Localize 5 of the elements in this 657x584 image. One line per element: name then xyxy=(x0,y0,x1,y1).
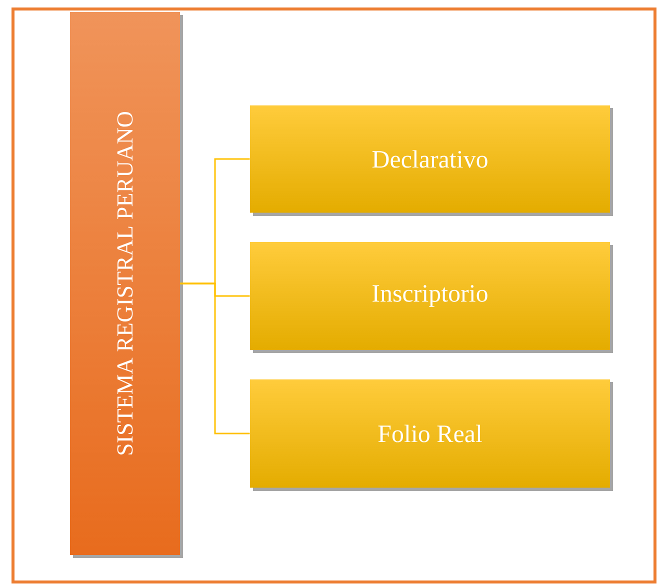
category-box: Declarativo xyxy=(250,105,613,216)
category-box: Inscriptorio xyxy=(250,242,613,353)
title-bar: SISTEMA REGISTRAL PERUANO xyxy=(70,12,183,558)
category-box: Folio Real xyxy=(250,379,613,491)
connector-line xyxy=(180,282,250,434)
